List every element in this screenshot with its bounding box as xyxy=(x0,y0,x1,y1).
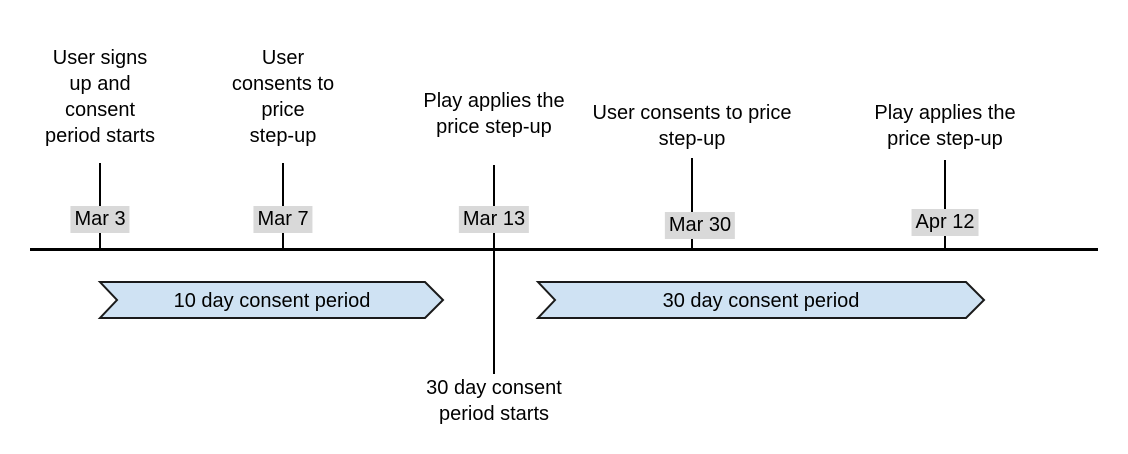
event-label-line: up and xyxy=(69,73,131,95)
annotation-line: period starts xyxy=(438,403,550,425)
event-tick-line xyxy=(691,158,693,251)
annotation-30day-start: 30 day consent period starts xyxy=(426,375,562,427)
event-label-line: User signs xyxy=(52,47,148,69)
event-label: Play applies the price step-up xyxy=(423,88,564,140)
consent-period-arrow-30day xyxy=(535,281,986,319)
event-tick-line xyxy=(493,165,495,374)
event-label-line: User xyxy=(261,47,305,69)
event-label-line: consent xyxy=(64,99,136,121)
event-date-chip: Mar 13 xyxy=(458,206,530,233)
event-label-line: Play applies the xyxy=(874,102,1016,124)
timeline-axis-line xyxy=(30,248,1098,251)
event-tick-line xyxy=(944,160,946,251)
event-label: User consents to price step-up xyxy=(593,100,792,152)
event-label-line: price xyxy=(261,99,305,121)
event-label-line: period starts xyxy=(44,125,156,147)
event-date-chip: Mar 30 xyxy=(664,212,736,239)
consent-period-arrow-10day xyxy=(97,281,445,319)
period-arrow-label-30day: 30 day consent period xyxy=(662,290,860,312)
event-label: User signs up and consent period starts xyxy=(45,45,155,149)
event-label: Play applies the price step-up xyxy=(874,100,1015,152)
annotation-line: 30 day consent xyxy=(426,377,562,399)
event-label-line: Play applies the xyxy=(423,90,565,112)
event-label: User consents to price step-up xyxy=(232,45,334,149)
period-arrow-label-10day: 10 day consent period xyxy=(173,290,371,312)
event-date-chip: Mar 3 xyxy=(70,206,130,233)
event-label-line: step-up xyxy=(658,128,726,150)
event-label-line: consents to xyxy=(231,73,335,95)
event-date-chip: Apr 12 xyxy=(911,209,979,236)
event-label-line: User consents to price xyxy=(592,102,792,124)
event-date-chip: Mar 7 xyxy=(253,206,313,233)
event-label-line: step-up xyxy=(249,125,317,147)
event-label-line: price step-up xyxy=(887,128,1003,150)
event-label-line: price step-up xyxy=(436,116,552,138)
